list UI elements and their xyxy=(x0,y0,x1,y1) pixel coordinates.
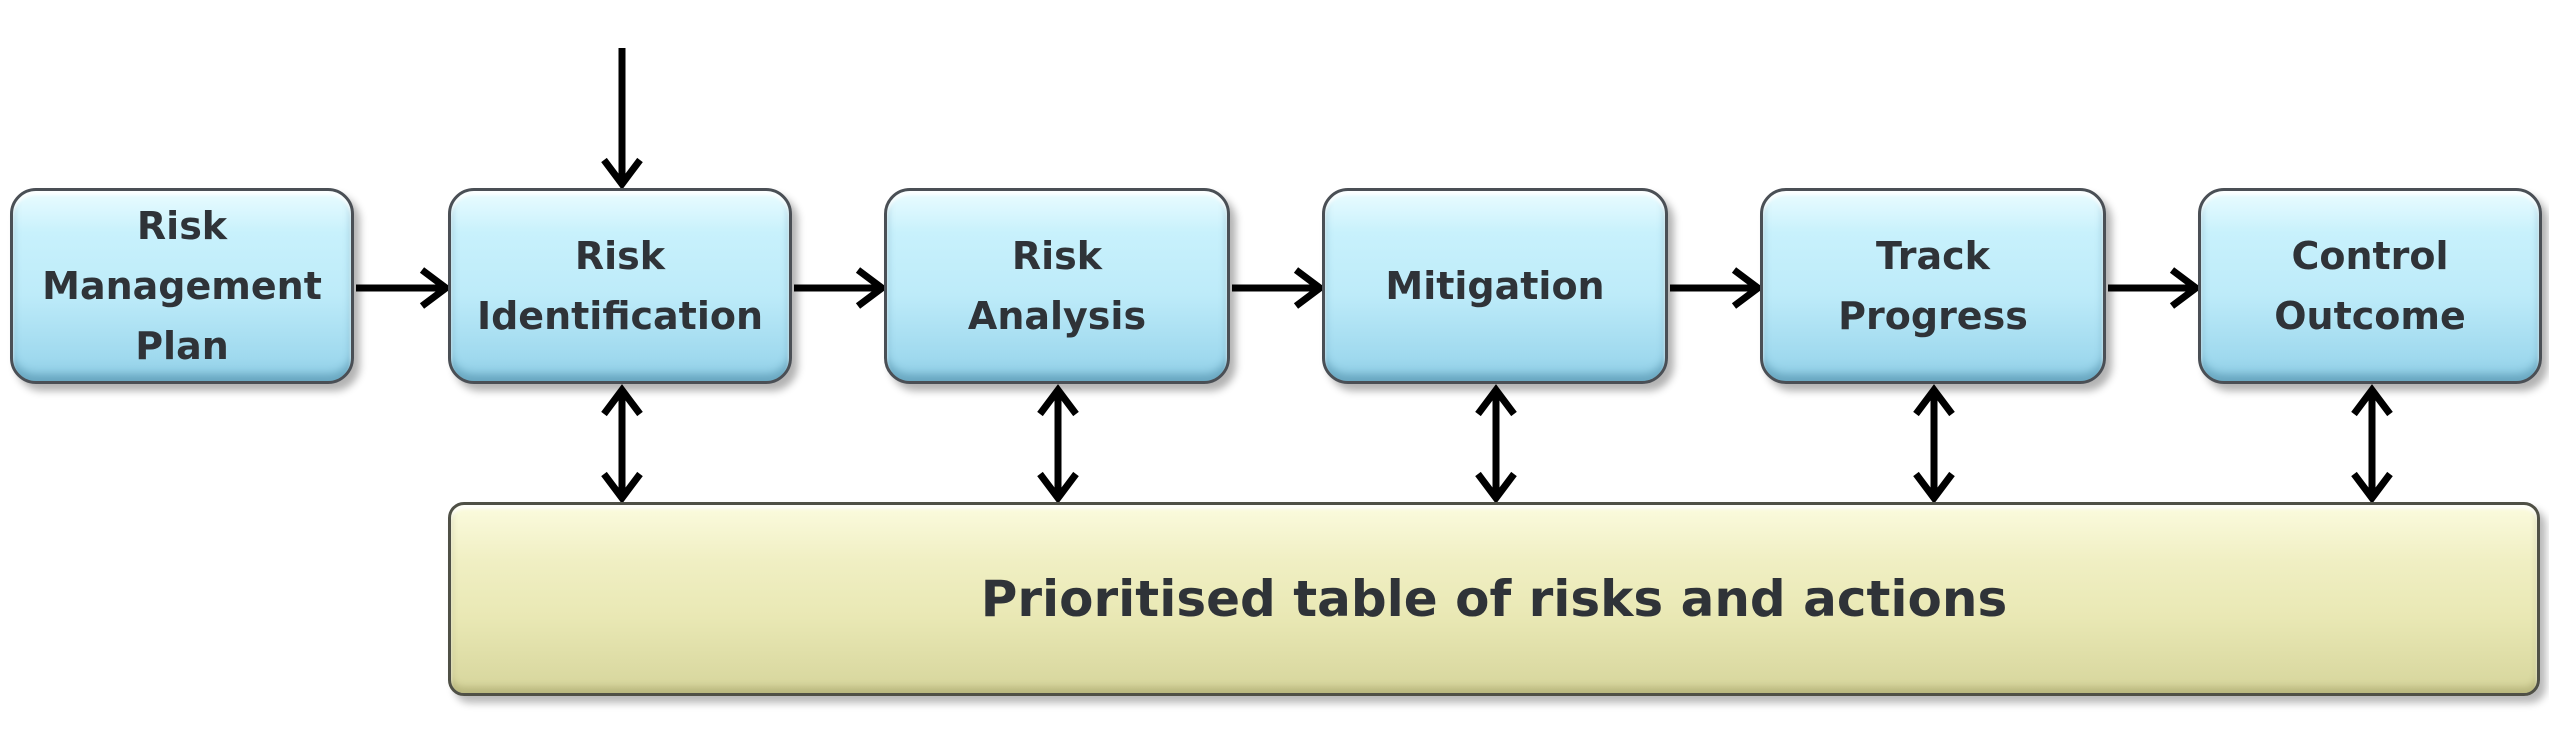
step-label: Control Outcome xyxy=(2274,234,2466,338)
arrow-plan-to-identification xyxy=(356,267,452,309)
step-risk-management-plan: Risk Management Plan xyxy=(10,188,354,384)
step-label: Risk Management Plan xyxy=(42,204,322,368)
step-label: Risk Analysis xyxy=(967,234,1147,338)
step-risk-analysis: Risk Analysis xyxy=(884,188,1230,384)
step-label: Track Progress xyxy=(1838,234,2028,338)
step-track-progress: Track Progress xyxy=(1760,188,2106,384)
double-arrow-mitigation-table xyxy=(1475,384,1517,504)
step-risk-identification: Risk Identification xyxy=(448,188,792,384)
table-label: Prioritised table of risks and actions xyxy=(980,570,2008,628)
double-arrow-track-table xyxy=(1913,384,1955,504)
prioritised-risk-table: Prioritised table of risks and actions xyxy=(448,502,2540,696)
arrow-analysis-to-mitigation xyxy=(1232,267,1326,309)
arrow-identification-to-analysis xyxy=(794,267,888,309)
step-mitigation: Mitigation xyxy=(1322,188,1668,384)
double-arrow-identification-table xyxy=(601,384,643,504)
arrow-track-to-control xyxy=(2108,267,2202,309)
double-arrow-control-table xyxy=(2351,384,2393,504)
arrow-mitigation-to-track xyxy=(1670,267,1764,309)
double-arrow-analysis-table xyxy=(1037,384,1079,504)
step-control-outcome: Control Outcome xyxy=(2198,188,2542,384)
arrow-incoming-to-identification xyxy=(601,48,643,190)
step-label: Risk Identification xyxy=(476,234,764,338)
step-label: Mitigation xyxy=(1385,264,1605,308)
